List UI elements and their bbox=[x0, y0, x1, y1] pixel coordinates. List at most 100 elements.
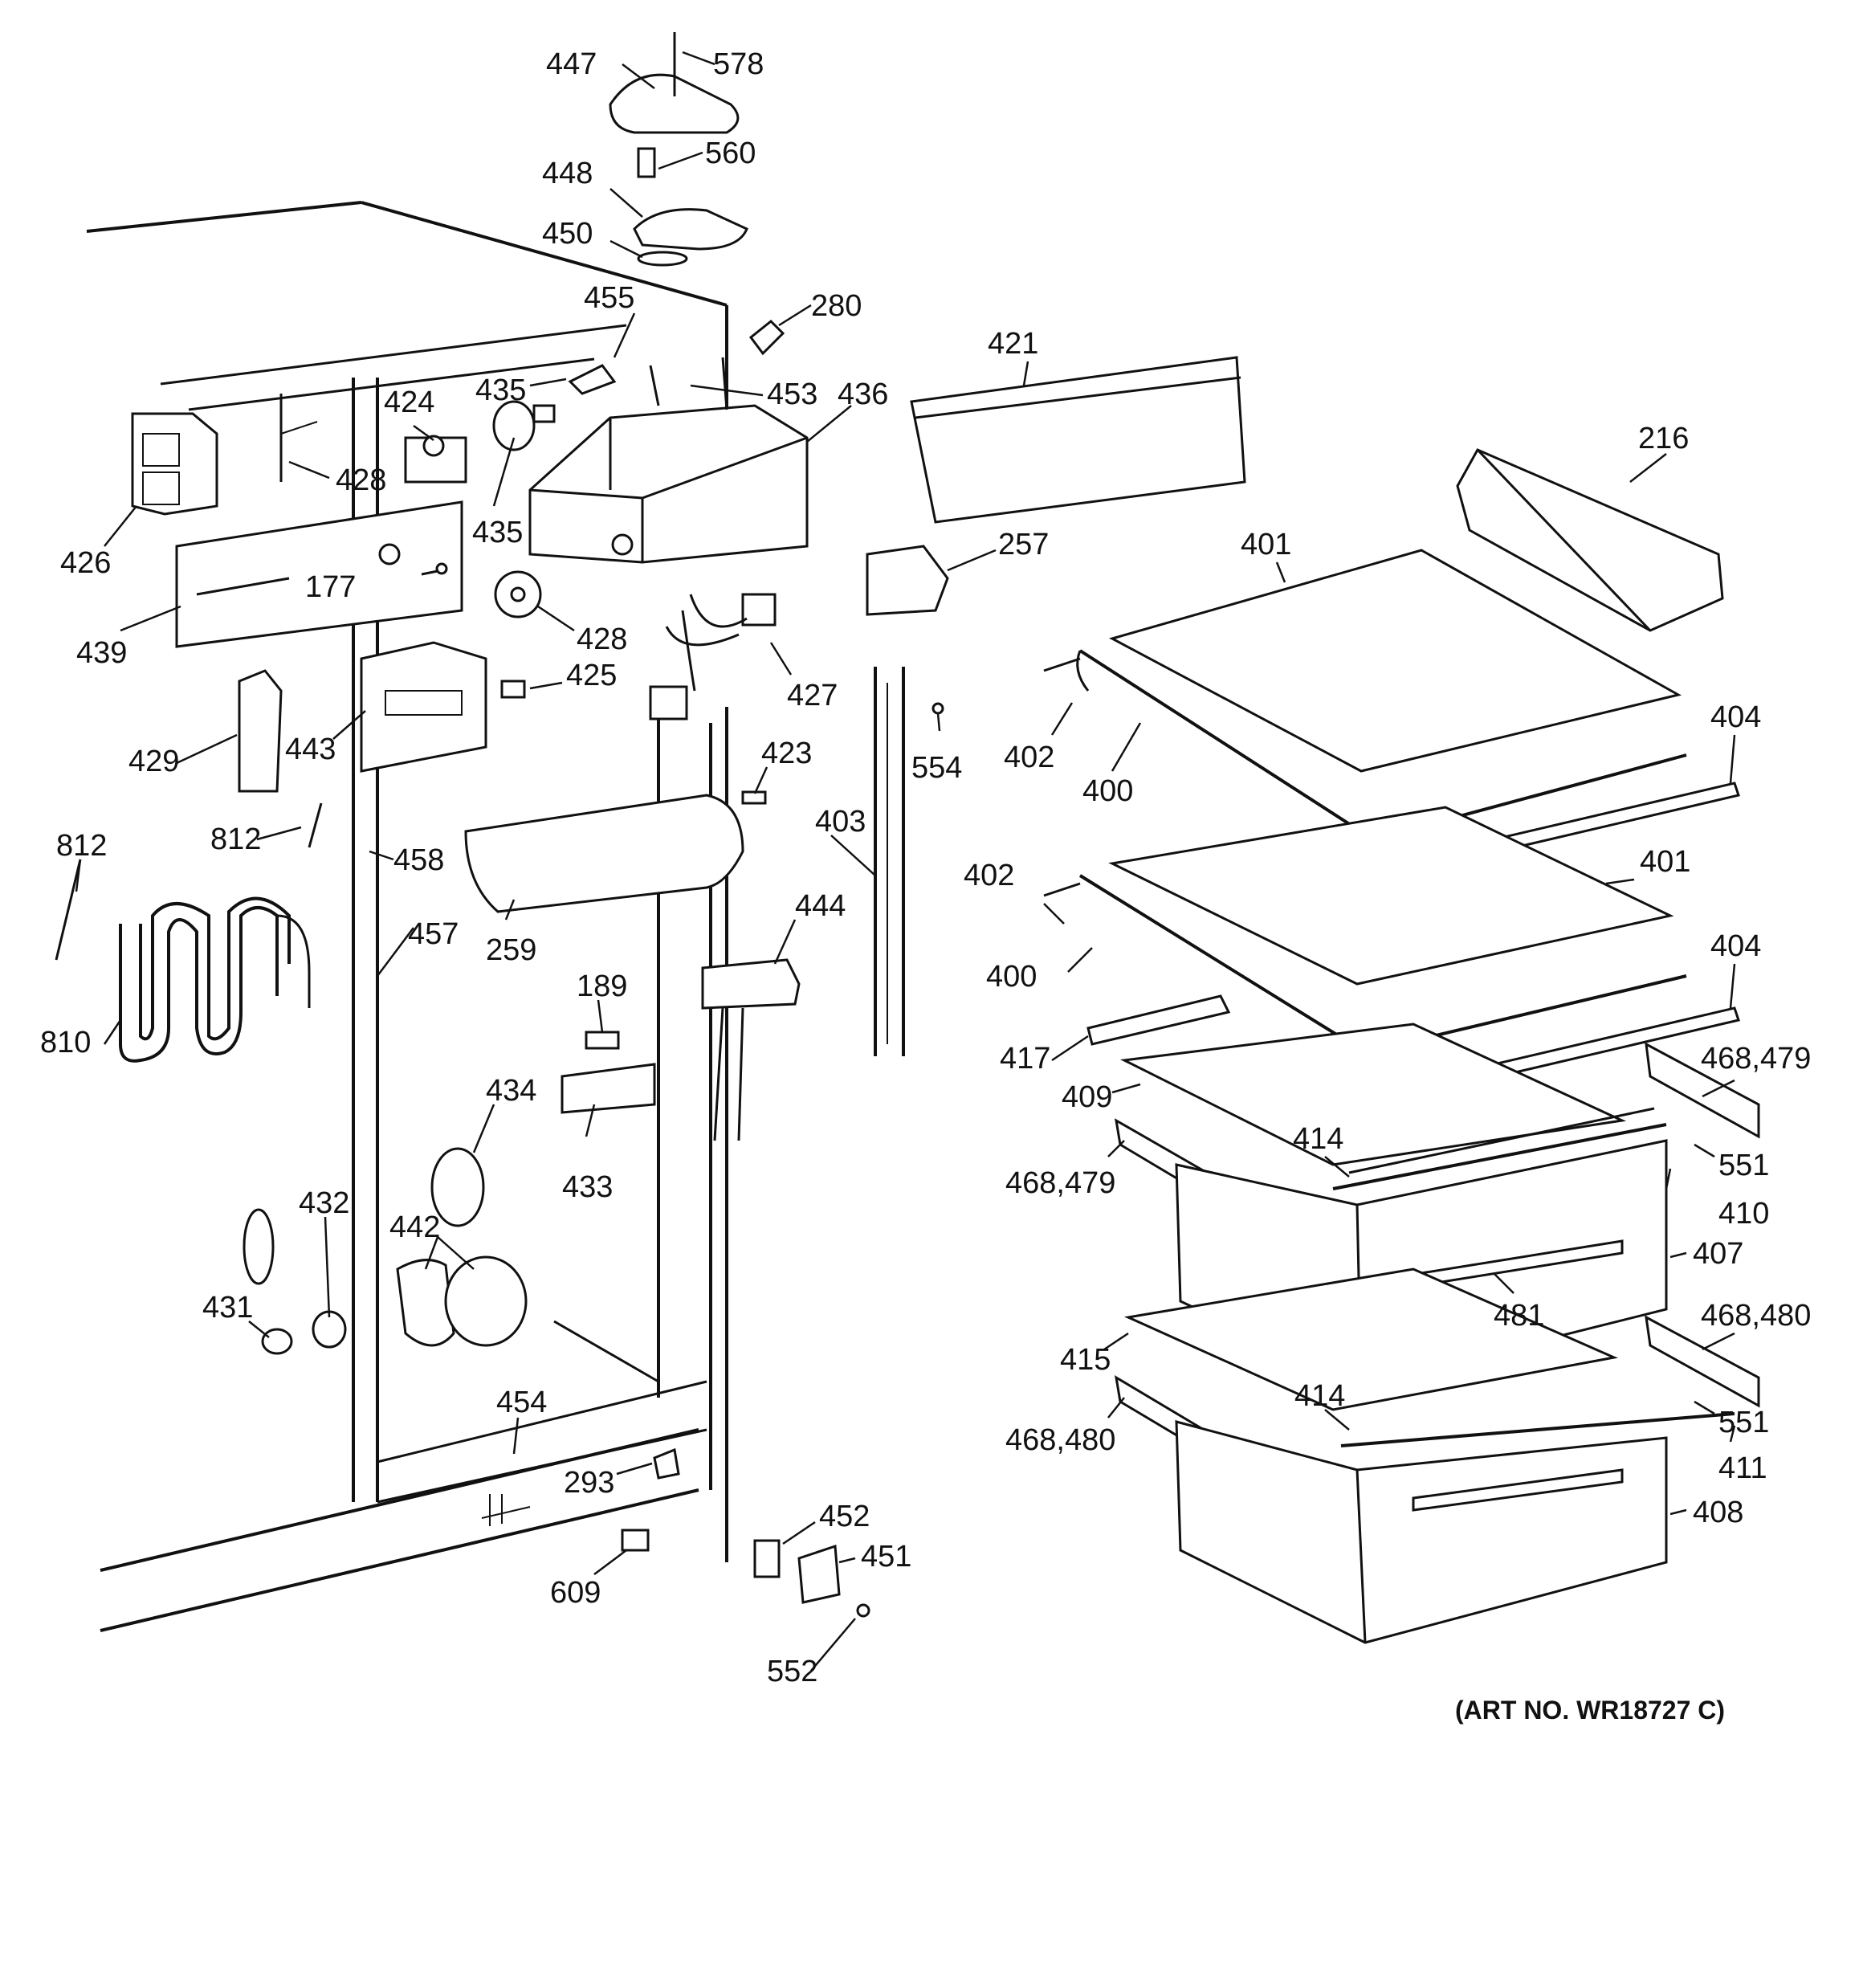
label-481: 481 bbox=[1494, 1299, 1544, 1333]
label-444: 444 bbox=[795, 889, 846, 923]
label-609: 609 bbox=[550, 1576, 601, 1610]
label-402-lower: 402 bbox=[964, 859, 1014, 892]
bottom-hinge-451-part bbox=[797, 1544, 841, 1604]
label-554: 554 bbox=[911, 751, 962, 785]
label-455: 455 bbox=[584, 281, 634, 315]
label-403: 403 bbox=[815, 805, 866, 839]
lamp-socket-part bbox=[568, 364, 617, 395]
label-177: 177 bbox=[305, 570, 356, 604]
drain-tube-812-part bbox=[55, 802, 323, 961]
label-402-upper: 402 bbox=[1004, 741, 1054, 774]
label-812-right: 812 bbox=[210, 823, 261, 856]
label-468-479-left: 468,479 bbox=[1005, 1166, 1115, 1200]
label-216: 216 bbox=[1638, 422, 1689, 455]
light-assembly-444-part bbox=[701, 958, 801, 1141]
label-414-upper: 414 bbox=[1293, 1122, 1343, 1156]
label-810: 810 bbox=[40, 1026, 91, 1059]
top-hinge-part bbox=[633, 208, 748, 267]
label-551-upper: 551 bbox=[1718, 1149, 1769, 1182]
label-458: 458 bbox=[393, 843, 444, 877]
label-400-lower: 400 bbox=[986, 960, 1037, 994]
label-551-lower: 551 bbox=[1718, 1406, 1769, 1439]
label-435-top: 435 bbox=[475, 374, 526, 407]
control-housing-part bbox=[528, 404, 809, 564]
label-408: 408 bbox=[1693, 1496, 1743, 1529]
damper-bracket-part bbox=[279, 394, 318, 482]
label-447: 447 bbox=[546, 47, 597, 81]
block-433-part bbox=[561, 1063, 656, 1114]
duct-cover-259-part bbox=[464, 794, 744, 913]
label-552: 552 bbox=[767, 1655, 817, 1688]
hinge-cover-part bbox=[609, 32, 740, 134]
label-257: 257 bbox=[998, 528, 1049, 561]
stop-609-part bbox=[621, 1529, 650, 1552]
label-448: 448 bbox=[542, 157, 593, 190]
label-436: 436 bbox=[838, 378, 888, 411]
label-417: 417 bbox=[1000, 1042, 1050, 1076]
light-shield-part bbox=[649, 357, 728, 410]
label-404-upper: 404 bbox=[1710, 700, 1761, 734]
label-435-bulb: 435 bbox=[472, 516, 523, 549]
crisper-cover-415-part bbox=[1123, 1268, 1619, 1411]
label-560: 560 bbox=[705, 137, 756, 170]
grille-434-part bbox=[430, 1147, 485, 1227]
wire-harness-427-part bbox=[649, 593, 777, 720]
screw-552-part bbox=[856, 1603, 870, 1618]
slide-468-480-right-part bbox=[1645, 1315, 1760, 1408]
slide-468-479-right-part bbox=[1645, 1042, 1760, 1139]
label-293: 293 bbox=[564, 1466, 614, 1500]
damper-442-part bbox=[396, 1255, 528, 1347]
shelf-401-lower-part bbox=[1108, 806, 1674, 986]
label-428-top: 428 bbox=[336, 463, 386, 497]
label-454: 454 bbox=[496, 1386, 547, 1419]
label-401-lower: 401 bbox=[1640, 845, 1690, 879]
label-468-480-right: 468,480 bbox=[1701, 1299, 1811, 1333]
light-bulb-part bbox=[492, 400, 556, 451]
slot-opening-part bbox=[243, 1208, 275, 1285]
grommet-431-part bbox=[261, 1328, 293, 1355]
hinge-screw-part bbox=[637, 147, 656, 178]
label-812-left: 812 bbox=[56, 829, 107, 863]
art-number: (ART NO. WR18727 C) bbox=[1455, 1696, 1725, 1725]
label-468-479-right: 468,479 bbox=[1701, 1042, 1811, 1076]
label-427: 427 bbox=[787, 679, 838, 712]
label-407: 407 bbox=[1693, 1237, 1743, 1271]
label-259: 259 bbox=[486, 933, 536, 967]
bracket-417-part bbox=[1086, 994, 1231, 1046]
thermostat-part bbox=[404, 435, 467, 484]
shelf-ladder-403-part bbox=[874, 667, 905, 1056]
label-404-lower: 404 bbox=[1710, 929, 1761, 963]
label-414-lower: 414 bbox=[1294, 1379, 1345, 1413]
label-450: 450 bbox=[542, 217, 593, 251]
label-410: 410 bbox=[1718, 1197, 1769, 1231]
screw-554-part bbox=[932, 702, 944, 715]
connector-423-part bbox=[741, 790, 767, 805]
heater-810-part bbox=[119, 896, 311, 1063]
plug-425-part bbox=[500, 680, 526, 699]
label-431: 431 bbox=[202, 1291, 253, 1325]
bracket-293-part bbox=[653, 1447, 680, 1480]
drawer-frame-411-part bbox=[1340, 1412, 1735, 1447]
light-switch-part bbox=[748, 319, 785, 356]
control-bracket-443-part bbox=[360, 641, 487, 773]
label-442: 442 bbox=[389, 1210, 440, 1244]
label-189: 189 bbox=[577, 970, 627, 1003]
pad-452-part bbox=[753, 1539, 781, 1578]
label-425: 425 bbox=[566, 659, 617, 692]
thermostat-257-part bbox=[866, 545, 949, 616]
label-452: 452 bbox=[819, 1500, 870, 1533]
damper-gear-part bbox=[494, 570, 542, 618]
label-409: 409 bbox=[1062, 1080, 1112, 1114]
label-423: 423 bbox=[761, 737, 812, 770]
cold-control-housing-part bbox=[131, 412, 218, 516]
label-426: 426 bbox=[60, 546, 111, 580]
label-424: 424 bbox=[384, 386, 434, 419]
pan-216-part bbox=[1456, 448, 1724, 632]
control-mount-rail-part bbox=[175, 500, 463, 648]
shelf-401-upper-part bbox=[1109, 549, 1682, 773]
label-468-480-left: 468,480 bbox=[1005, 1423, 1115, 1457]
label-401-upper: 401 bbox=[1241, 528, 1291, 561]
label-578: 578 bbox=[713, 47, 764, 81]
label-439: 439 bbox=[76, 636, 127, 670]
